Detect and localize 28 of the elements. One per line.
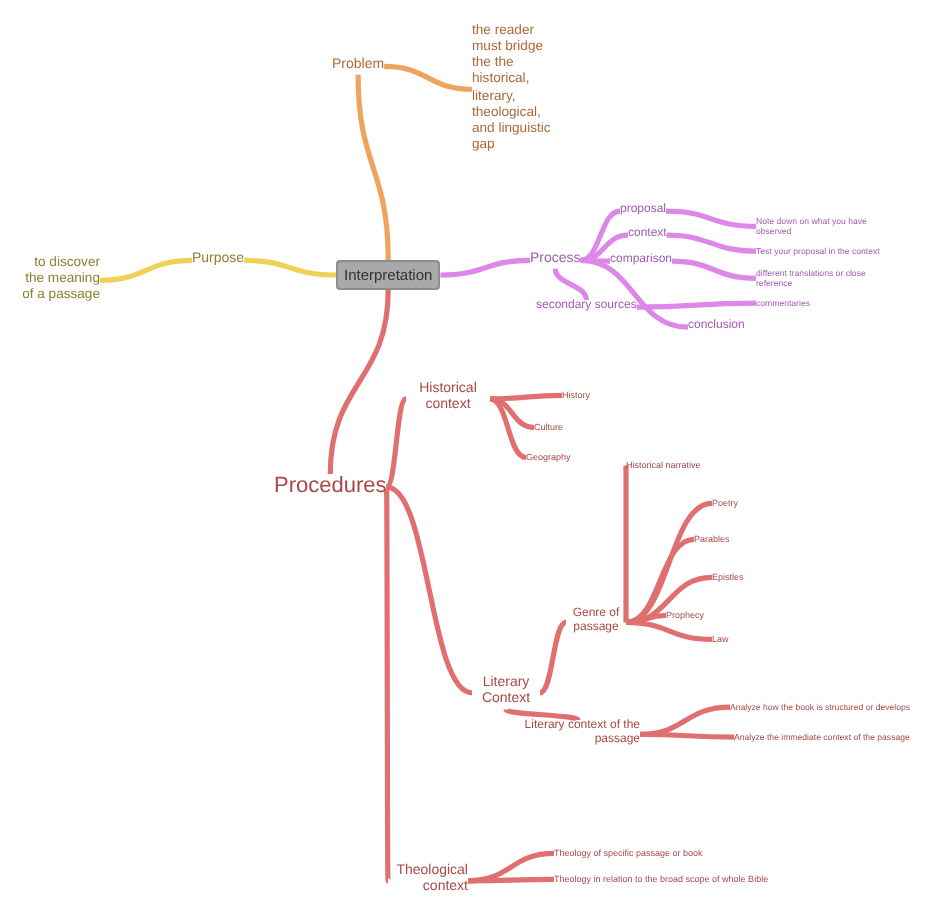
branch-line	[468, 876, 554, 884]
branch-line	[504, 707, 580, 723]
branch-line	[580, 208, 621, 263]
branch-line	[489, 396, 527, 460]
branch-line	[665, 208, 757, 229]
branch-line	[355, 74, 391, 261]
branch-line	[552, 268, 589, 301]
branch-line	[625, 619, 713, 642]
branch-line	[490, 392, 562, 402]
topic-label: Procedures	[274, 474, 387, 501]
branch-line	[385, 484, 473, 696]
branch-line	[636, 300, 756, 310]
branch-line	[538, 620, 568, 696]
branch-line	[625, 536, 695, 625]
branch-line	[580, 232, 629, 263]
branch-line	[623, 465, 629, 623]
branch-line	[580, 257, 689, 330]
branch-line	[440, 257, 531, 278]
branch-line	[383, 487, 391, 881]
branch-line	[671, 258, 757, 281]
branch-line	[244, 257, 337, 278]
branch-line	[99, 257, 193, 284]
branch-line	[327, 289, 391, 475]
branch-line	[666, 232, 757, 254]
branch-line	[384, 63, 473, 92]
branch-line	[640, 731, 734, 740]
branch-line	[489, 396, 535, 430]
branch-line	[384, 396, 408, 490]
